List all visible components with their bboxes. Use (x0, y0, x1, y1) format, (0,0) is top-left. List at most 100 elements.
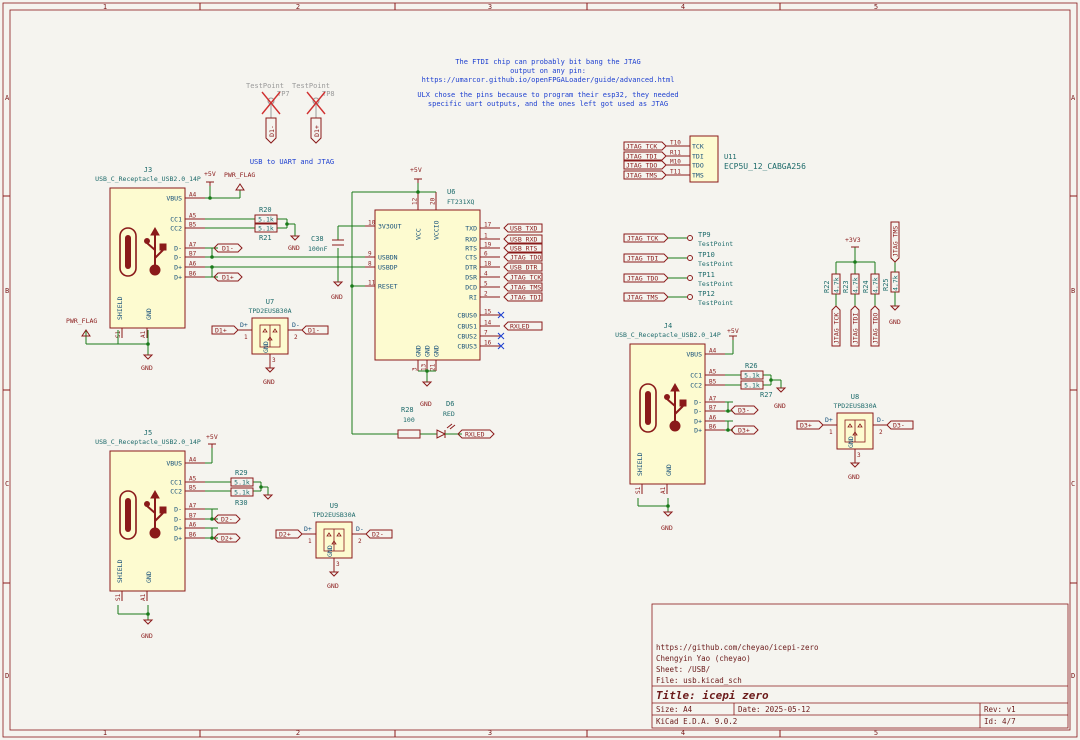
svg-text:5.1k: 5.1k (744, 372, 760, 380)
svg-text:D3-: D3- (738, 407, 750, 415)
r22-ref: R22 (823, 280, 831, 293)
pullup-gnd-label: GND (889, 318, 901, 326)
shield-pwrflag-label: PWR_FLAG (66, 317, 97, 325)
jtag-tp-netlabel-text: JTAG_TDI (627, 255, 658, 263)
tp8-ref: TP8 (322, 90, 335, 98)
u7-in-label (211, 325, 239, 335)
j4-pin-num: B5 (709, 379, 717, 386)
j4-pin-num: B7 (709, 405, 717, 412)
u6-pin-name: USBDP (378, 264, 398, 272)
u11-pin-num: T10 (670, 140, 681, 147)
diode-array-icon (259, 324, 281, 348)
u6-pin-name: DSR (465, 274, 477, 282)
j4-pin-num: B6 (709, 424, 717, 431)
netlabel-d1-plus-j3: D1+ (213, 272, 243, 282)
svg-text:+5V: +5V (206, 433, 218, 441)
gnd-symbol-icon (889, 305, 901, 311)
esd-pin-num: 3 (336, 561, 340, 568)
j5-shield-label: SHIELD (116, 559, 124, 583)
u6-dots (350, 190, 420, 288)
u6-pin-name: GND (433, 345, 441, 357)
j5-pin-s1: S1 (115, 593, 122, 601)
d6-ref: D6 (446, 400, 454, 408)
no-connect-icon (497, 342, 505, 350)
u9-ref: U9 (330, 502, 338, 510)
j4-pin-name: VBUS (686, 351, 702, 359)
u6-netlabel (503, 234, 543, 244)
j4-pin-num: A7 (709, 396, 717, 403)
u6-pin-name: RXD (465, 236, 477, 244)
pullup-netlabel-text: JTAG_TMS (892, 226, 900, 257)
u6-pin-name: CTS (465, 254, 477, 262)
u6-pin-name: GND (424, 345, 432, 357)
svg-text:D3+: D3+ (738, 427, 750, 435)
jtag-tp-netlabel-text: JTAG_TCK (627, 235, 658, 243)
ruler-col-top: 1 (103, 3, 107, 11)
u6-netlabel-text: USB_TXD (510, 225, 537, 233)
esd-gnd-pin: GND (847, 436, 855, 448)
svg-text:D2-: D2- (221, 516, 233, 524)
u6-netlabel (503, 262, 543, 272)
j3-pin-name: D+ (174, 264, 182, 272)
u6-pin-name: RI (469, 294, 477, 302)
netlabel-d2-minus-j5: D2- (213, 514, 241, 524)
svg-text:+5V: +5V (410, 166, 422, 174)
svg-text:GND: GND (420, 400, 432, 408)
u11-netlabel-text: JTAG_TDO (626, 162, 657, 170)
netlabel-d1-minus-j3: D1- (213, 243, 243, 253)
tp7-net: D1- (268, 125, 276, 137)
u6-pin-num: 6 (484, 251, 488, 258)
u7-in-text: D1+ (215, 327, 227, 335)
r21-value: 5.1k (258, 225, 274, 233)
u6-netlabel (503, 252, 543, 262)
pullup-3v3-label: +3V3 (845, 236, 861, 244)
u8-gnd-label: GND (848, 473, 860, 481)
j4-shield-label: SHIELD (636, 452, 644, 476)
u7-value: TPD2EUSB30A (248, 307, 291, 315)
ruler-col-top: 5 (874, 3, 878, 11)
j3-pin-name: D- (174, 254, 182, 262)
resistor-r26: 5.1k R26 (740, 362, 764, 380)
u6-pin-num: 1 (484, 233, 488, 240)
svg-text:R26: R26 (745, 362, 758, 370)
u8-in-text: D3+ (800, 422, 812, 430)
u8-value: TPD2EUSB30A (833, 402, 876, 410)
j5-receptacle-icon (119, 490, 137, 540)
esd-pin-name: D+ (304, 525, 312, 533)
esd-pin-name: D- (877, 416, 885, 424)
u8-ref: U8 (851, 393, 859, 401)
u6-netlabel-text: RXLED (510, 323, 530, 331)
tb-tool: KiCad E.D.A. 9.0.2 (656, 717, 737, 726)
ruler-col-bottom: 5 (874, 729, 878, 737)
tp8-name: TestPoint (292, 82, 330, 90)
title-block-text: https://github.com/cheyao/icepi-zero Che… (656, 643, 1016, 726)
j5-usb-icon (144, 489, 167, 539)
esd-pin-name: D+ (240, 321, 248, 329)
u6-value: FT231XQ (447, 198, 474, 206)
j3-gnd-label: GND (145, 308, 153, 320)
ruler-row-right: D (1071, 672, 1075, 680)
u6-pin-num: 7 (484, 330, 488, 337)
j3-value: USB_C_Receptacle_USB2.0_14P (95, 175, 201, 183)
u11-netlabel-text: JTAG_TDI (626, 153, 657, 161)
r21-ref: R21 (259, 234, 272, 242)
u6-pin-name: DTR (465, 264, 477, 272)
ic-ft231xq-u6: U6FT231XQ3V3OUT10USBDN9USBDP8RESET11VCC1… (365, 188, 543, 371)
j4-pin-a1: A1 (660, 486, 667, 494)
power-5v-u6: +5V (410, 166, 422, 183)
jtag-tp-ref: TP11 (698, 271, 715, 279)
jtag-tp-netlabel-text: JTAG_TMS (627, 294, 658, 302)
j4-pin-name: CC2 (690, 382, 702, 390)
u6-pin-num: 16 (484, 340, 492, 347)
pwr-flag-shield (85, 330, 149, 355)
tb-sheet: Sheet: /USB/ (656, 665, 710, 674)
u6-netlabel (503, 282, 543, 292)
j3-pin-name: CC1 (170, 216, 182, 224)
j3-receptacle-icon (119, 227, 137, 277)
j3-pin-num: A5 (189, 213, 197, 220)
u6-pin-num: 5 (484, 281, 488, 288)
